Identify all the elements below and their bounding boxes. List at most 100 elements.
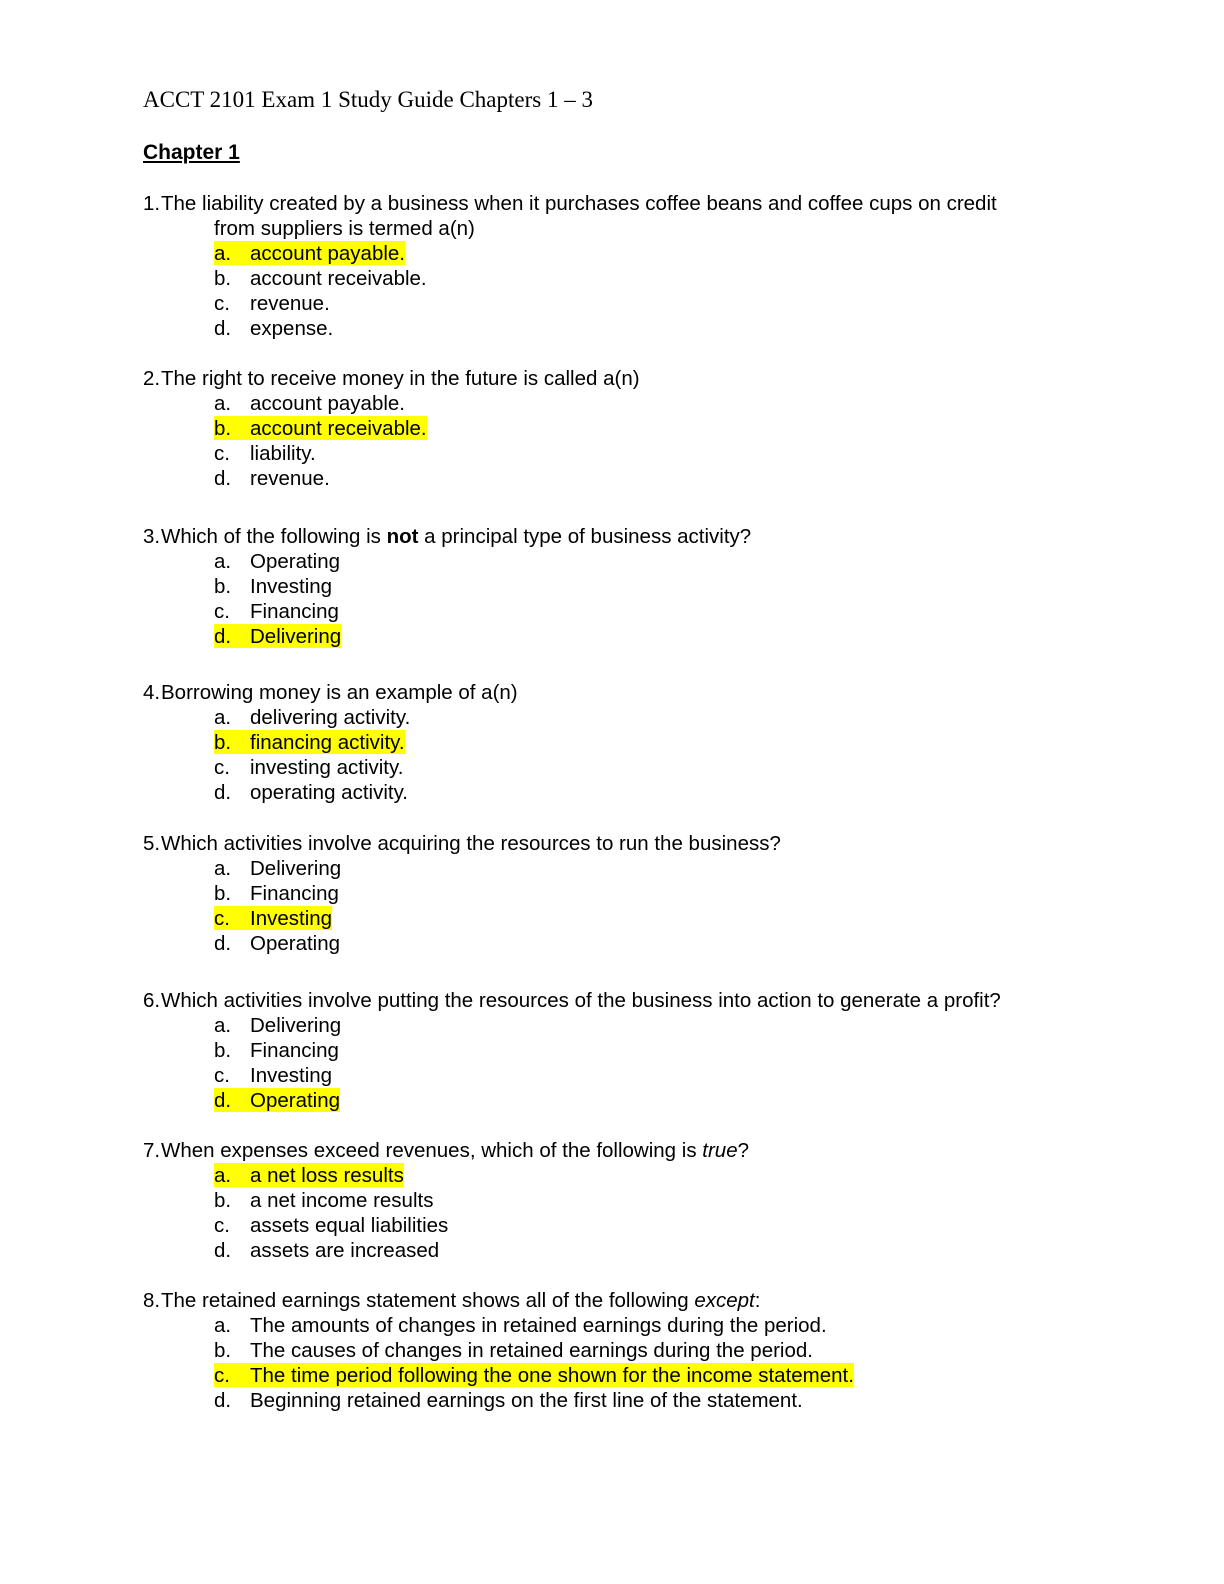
question-emphasis: true: [702, 1139, 738, 1162]
question-7: 7.When expenses exceed revenues, which o…: [143, 1138, 749, 1263]
answer-option: a. The amounts of changes in retained ear…: [143, 1313, 854, 1338]
option-letter: d.: [214, 317, 232, 340]
document-title: ACCT 2101 Exam 1 Study Guide Chapters 1 …: [143, 87, 593, 112]
answer-options: a.Operating b. Investing c.Financing d. De…: [143, 549, 751, 649]
question-number: 4.: [143, 681, 161, 704]
option-letter: c.: [214, 756, 230, 779]
chapter-heading: Chapter 1: [143, 141, 240, 164]
question-8: 8.The retained earnings statement shows …: [143, 1288, 854, 1413]
option-text: The amounts of changes in retained earni…: [250, 1314, 827, 1337]
question-4: 4.Borrowing money is an example of a(n) …: [143, 680, 518, 805]
option-letter: b.: [214, 1189, 232, 1212]
option-letter: d.: [214, 625, 232, 648]
option-text: assets are increased: [250, 1239, 440, 1262]
highlighted-answer: a. account payable.: [214, 241, 406, 265]
option-text: account receivable.: [250, 417, 427, 440]
highlighted-answer: b. account receivable.: [214, 416, 427, 440]
question-text: Which activities involve acquiring the r…: [161, 832, 781, 855]
option-letter: c.: [214, 1364, 230, 1387]
option-letter: b.: [214, 1339, 232, 1362]
question-text-end: ?: [737, 1139, 750, 1162]
option-letter: c.: [214, 442, 230, 465]
question-text: Which activities involve putting the res…: [161, 989, 1001, 1012]
option-letter: a.: [214, 1164, 232, 1187]
option-letter: a.: [214, 1014, 232, 1037]
question-stem: 6.Which activities involve putting the r…: [143, 988, 1001, 1013]
answer-option: a.Operating: [143, 549, 751, 574]
question-text-end: a principal type of business activity?: [418, 525, 752, 548]
option-text: account payable.: [250, 392, 406, 415]
highlighted-answer: d.Operating: [214, 1088, 341, 1112]
question-text-continued: from suppliers is termed a(n): [214, 217, 475, 240]
answer-option: d. expense.: [143, 316, 997, 341]
answer-option: b.financing activity.: [143, 730, 518, 755]
option-text: revenue.: [250, 292, 330, 315]
option-letter: a.: [214, 857, 232, 880]
question-text: The liability created by a business when…: [161, 192, 997, 215]
answer-options: a. The amounts of changes in retained ear…: [143, 1313, 854, 1413]
answer-option: d.revenue.: [143, 466, 640, 491]
answer-option: c.Financing: [143, 599, 751, 624]
answer-option: b. account receivable.: [143, 416, 640, 441]
option-letter: b.: [214, 417, 232, 440]
option-letter: b.: [214, 731, 232, 754]
option-text: Financing: [250, 1039, 339, 1062]
answer-options: a.Delivering b.Financing c.Investing d.O…: [143, 856, 781, 956]
question-stem: 7.When expenses exceed revenues, which o…: [143, 1138, 749, 1163]
option-text: Financing: [250, 600, 339, 623]
option-text: Financing: [250, 882, 339, 905]
question-stem: 4.Borrowing money is an example of a(n): [143, 680, 518, 705]
answer-option: a. delivering activity.: [143, 705, 518, 730]
option-letter: b.: [214, 1039, 232, 1062]
question-number: 5.: [143, 832, 161, 855]
question-1: 1.The liability created by a business wh…: [143, 191, 997, 341]
option-text: revenue.: [250, 467, 330, 490]
question-number: 6.: [143, 989, 161, 1012]
question-emphasis: except: [694, 1289, 755, 1312]
option-text: account payable.: [250, 242, 406, 265]
answer-option: d.assets are increased: [143, 1238, 749, 1263]
question-text: The right to receive money in the future…: [161, 367, 640, 390]
option-letter: b.: [214, 575, 232, 598]
question-text: The retained earnings statement shows al…: [161, 1289, 695, 1312]
option-letter: b.: [214, 267, 232, 290]
question-stem: 3.Which of the following is not a princi…: [143, 524, 751, 549]
answer-option: b. The causes of changes in retained earn…: [143, 1338, 854, 1363]
question-text: Which of the following is: [161, 525, 387, 548]
option-letter: a.: [214, 1314, 232, 1337]
answer-option: a. account payable.: [143, 241, 997, 266]
answer-option: d.Beginning retained earnings on the fir…: [143, 1388, 854, 1413]
question-number: 7.: [143, 1139, 161, 1162]
answer-option: d.Operating: [143, 1088, 1001, 1113]
option-letter: a.: [214, 706, 232, 729]
answer-option: d.operating activity.: [143, 780, 518, 805]
answer-option: c.Investing: [143, 1063, 1001, 1088]
answer-option: d.Operating: [143, 931, 781, 956]
answer-option: a.Delivering: [143, 856, 781, 881]
answer-option: b. account receivable.: [143, 266, 997, 291]
option-letter: a.: [214, 550, 232, 573]
option-letter: a.: [214, 242, 232, 265]
answer-option: c.The time period following the one show…: [143, 1363, 854, 1388]
option-text: The causes of changes in retained earnin…: [250, 1339, 813, 1362]
answer-options: a.account payable. b.account receivable.…: [143, 391, 640, 491]
answer-option: d. Delivering: [143, 624, 751, 649]
option-letter: d.: [214, 1389, 232, 1412]
answer-option: b. Investing: [143, 574, 751, 599]
option-text: expense.: [250, 317, 334, 340]
answer-option: b.Financing: [143, 881, 781, 906]
option-text: Investing: [250, 907, 333, 930]
highlighted-answer: d. Delivering: [214, 624, 342, 648]
question-stem: 8.The retained earnings statement shows …: [143, 1288, 854, 1313]
question-2: 2.The right to receive money in the futu…: [143, 366, 640, 491]
option-text: Investing: [250, 575, 333, 598]
highlighted-answer: b.financing activity.: [214, 730, 405, 754]
option-text: operating activity.: [250, 781, 409, 804]
option-text: account receivable.: [250, 267, 427, 290]
highlighted-answer: c.Investing: [214, 906, 333, 930]
answer-option: c.investing activity.: [143, 755, 518, 780]
answer-option: a.Delivering: [143, 1013, 1001, 1038]
option-text: Delivering: [250, 625, 342, 648]
option-text: delivering activity.: [250, 706, 411, 729]
